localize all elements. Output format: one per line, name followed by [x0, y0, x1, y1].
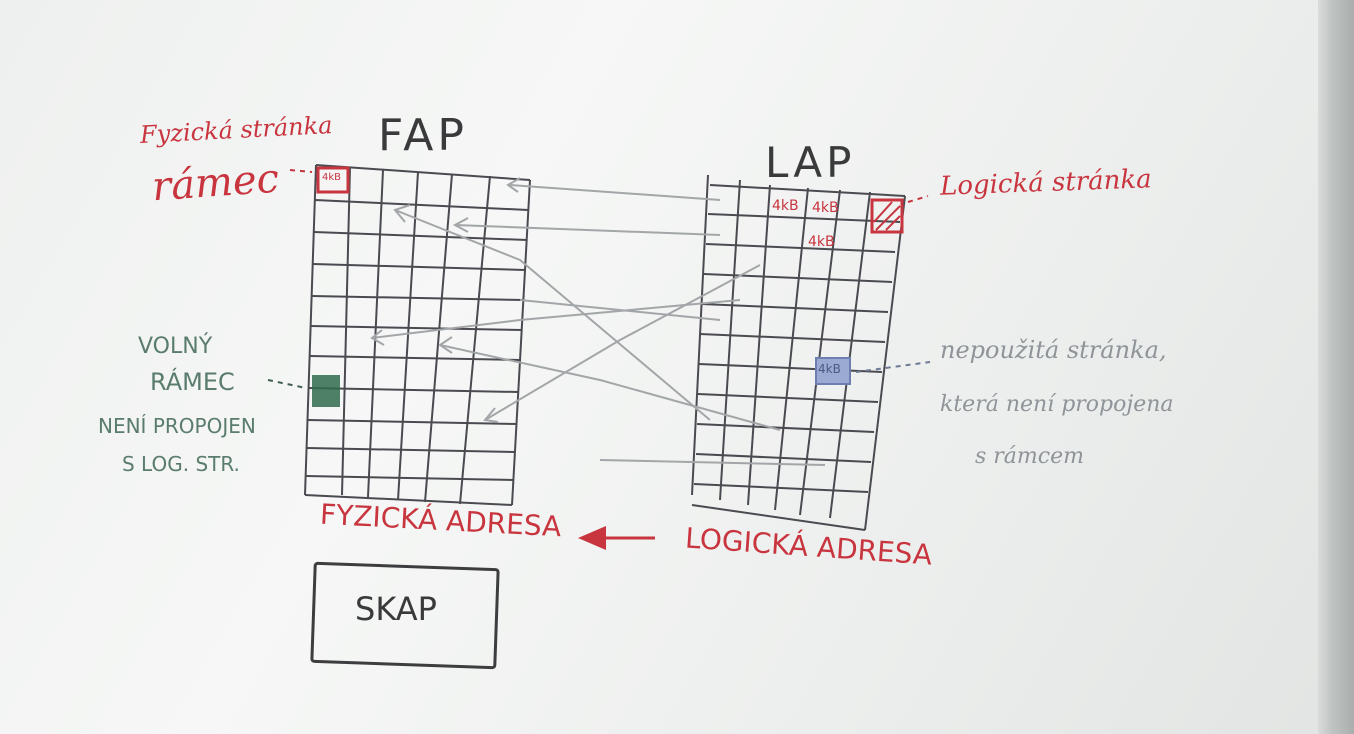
fap-grid — [304, 164, 531, 506]
unused-page-label-1: nepoužitá stránka, — [940, 336, 1167, 364]
cell-4kb-4: 4kB — [808, 234, 835, 250]
unused-page-label-2: která není propojena — [940, 392, 1174, 417]
free-frame-label-1: VOLNÝ — [138, 334, 213, 359]
unused-page-label-3: s rámcem — [975, 444, 1084, 469]
fap-title: FAP — [378, 110, 468, 161]
free-frame-label-4: S LOG. STR. — [122, 452, 240, 476]
free-frame-label-2: RÁMEC — [150, 368, 235, 396]
free-frame-label-3: NENÍ PROPOJEN — [98, 414, 256, 438]
lap-grid — [691, 174, 906, 531]
logical-page-cell — [870, 198, 904, 234]
physical-page-cell — [316, 166, 350, 194]
leader-lines — [267, 169, 931, 389]
free-frame-cell — [312, 375, 340, 407]
cell-4kb-3: 4kB — [812, 200, 839, 216]
address-arrow — [578, 526, 655, 550]
cell-4kb-2: 4kB — [772, 198, 799, 214]
skap-label: SKAP — [355, 590, 437, 628]
cell-4kb-5: 4kB — [818, 362, 841, 376]
cell-4kb-1: 4kB — [322, 172, 342, 183]
unused-page-cell — [815, 357, 851, 385]
whiteboard-frame — [1318, 0, 1354, 734]
mapping-arrowheads — [370, 177, 521, 423]
lap-title: LAP — [765, 138, 856, 187]
mapping-lines — [371, 184, 826, 466]
logical-page-hatch — [873, 201, 901, 231]
frame-label: rámec — [150, 155, 281, 211]
